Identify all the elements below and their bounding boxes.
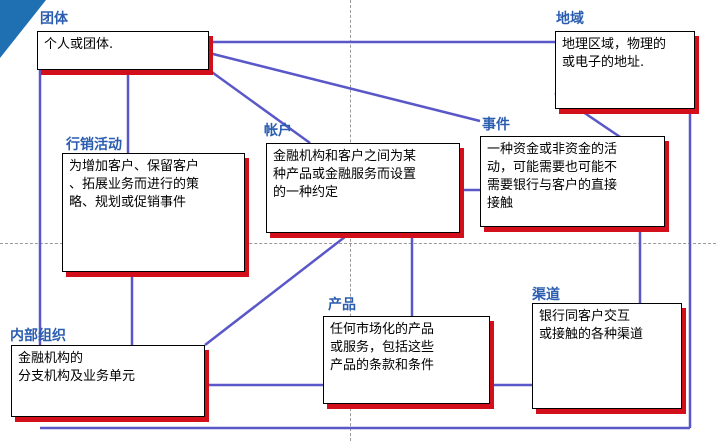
connector-group-event xyxy=(208,51,481,123)
node-account: 金融机构和客户之间为某 种产品或金融服务而设置 的一种约定 xyxy=(266,143,460,233)
label-account: 帐户 xyxy=(264,123,292,139)
node-product-text: 任何市场化的产品 或服务，包括这些 产品的条款和条件 xyxy=(330,322,435,373)
label-group: 团体 xyxy=(40,11,68,27)
horizontal-guide-line xyxy=(0,243,716,244)
node-internal-org: 金融机构的 分支机构及业务单元 xyxy=(11,345,205,417)
node-internal-org-text: 金融机构的 分支机构及业务单元 xyxy=(18,351,136,384)
connector-group-account xyxy=(208,68,311,145)
connector-account-internal xyxy=(204,232,351,346)
label-event: 事件 xyxy=(482,117,510,133)
node-marketing: 为增加客户、保留客户 、拓展业务而进行的策 略、规划或促销事件 xyxy=(62,153,245,272)
node-channel-text: 银行同客户交互 或接触的各种渠道 xyxy=(539,309,644,342)
label-region: 地域 xyxy=(556,11,584,27)
node-event: 一种资金或非资金的活 动，可能需要也可能不 需要银行与客户的直接 接触 xyxy=(480,136,665,227)
label-product: 产品 xyxy=(328,297,356,313)
node-group: 个人或团体. xyxy=(37,31,209,70)
node-product: 任何市场化的产品 或服务，包括这些 产品的条款和条件 xyxy=(323,316,490,404)
label-internal-org: 内部组织 xyxy=(10,328,66,344)
node-region-text: 地理区域，物理的 或电子的地址. xyxy=(562,37,667,70)
node-event-text: 一种资金或非资金的活 动，可能需要也可能不 需要银行与客户的直接 接触 xyxy=(487,142,618,211)
node-channel: 银行同客户交互 或接触的各种渠道 xyxy=(532,303,682,409)
node-marketing-text: 为增加客户、保留客户 、拓展业务而进行的策 略、规划或促销事件 xyxy=(69,159,200,210)
node-group-text: 个人或团体. xyxy=(44,37,114,52)
label-marketing: 行销活动 xyxy=(66,137,122,153)
label-channel: 渠道 xyxy=(532,287,560,303)
node-account-text: 金融机构和客户之间为某 种产品或金融服务而设置 的一种约定 xyxy=(273,149,417,200)
node-region: 地理区域，物理的 或电子的地址. xyxy=(555,31,695,109)
